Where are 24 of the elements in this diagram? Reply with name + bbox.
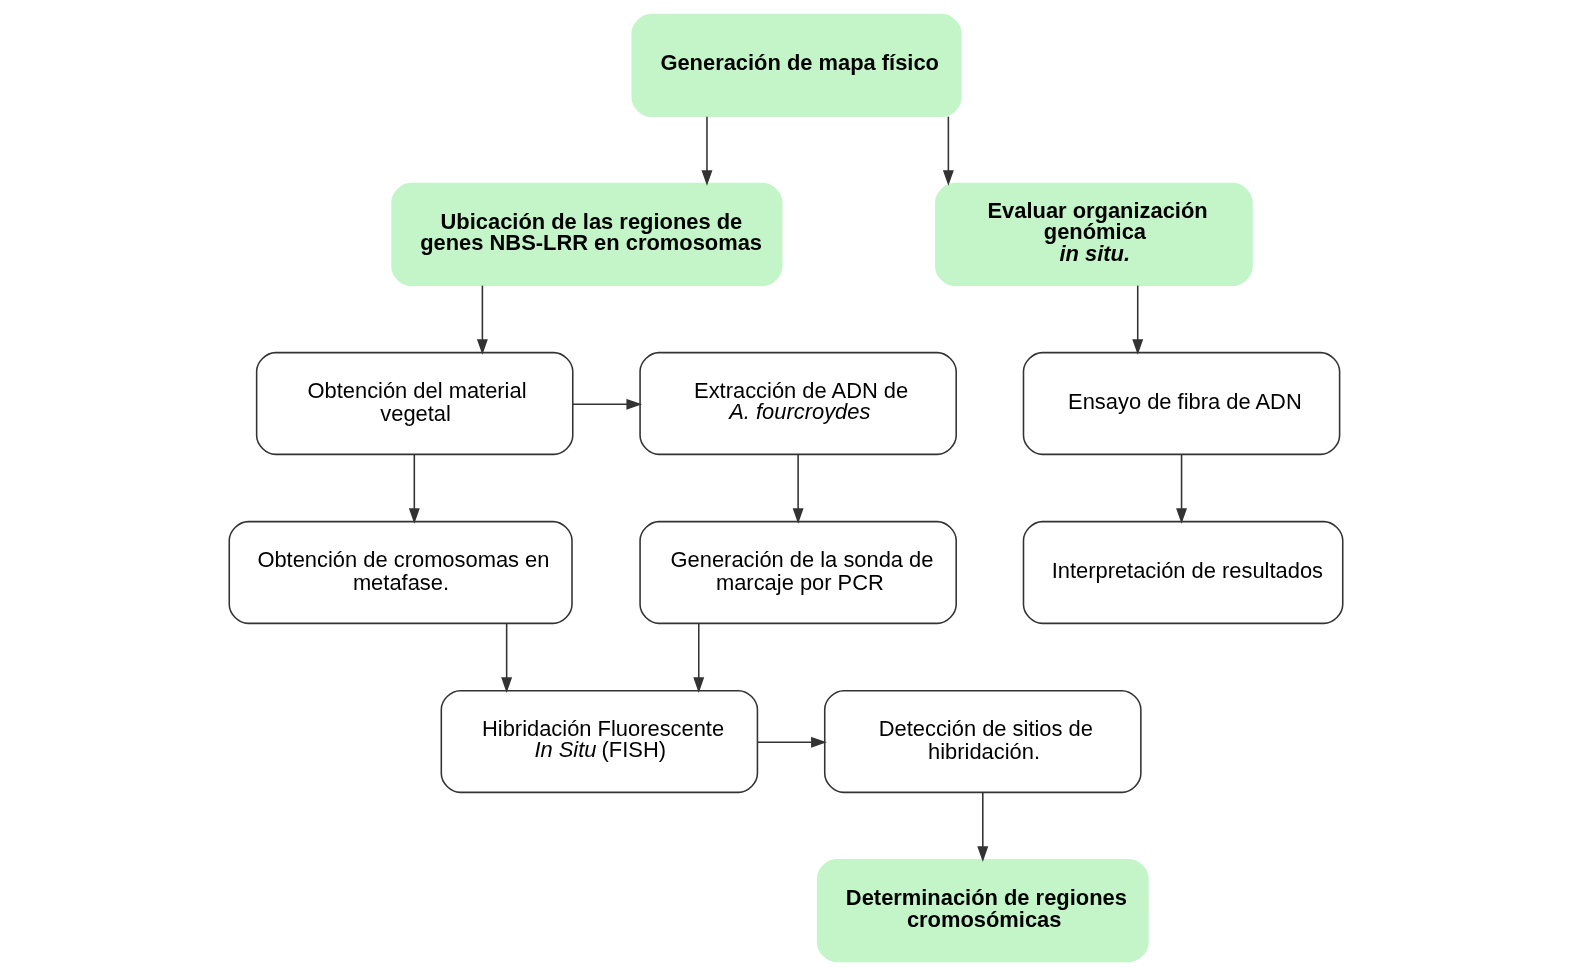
- node-box: Generación de mapa físico: [631, 13, 962, 118]
- node-box: Ensayo de fibra de ADN: [1022, 351, 1341, 456]
- arrow: [977, 791, 989, 862]
- node-box: Generación de la sonda de marcaje por PCR: [639, 520, 957, 625]
- arrow: [1132, 284, 1144, 355]
- arrow: [408, 453, 420, 524]
- node-box: Determinación de regiones cromosómicas: [816, 858, 1149, 963]
- node-box: Evaluar organización genómica in situ.: [935, 182, 1253, 287]
- arrow: [501, 622, 513, 693]
- arrow: [572, 398, 643, 410]
- arrow: [942, 115, 954, 186]
- arrow: [693, 622, 705, 693]
- arrow: [476, 284, 488, 355]
- node-box: Obtención del material vegetal: [255, 351, 574, 456]
- arrow: [756, 736, 827, 748]
- arrow: [1176, 453, 1188, 524]
- arrow: [792, 453, 804, 524]
- node-box: Extracción de ADN de A. fourcroydes: [639, 351, 957, 456]
- node-box: Ubicación de las regiones de genes NBS-LRR en cromosomas: [391, 182, 783, 287]
- node-box: Interpretación de resultados: [1022, 520, 1344, 625]
- node-box: Detección de sitios de hibridación.: [823, 689, 1142, 794]
- node-box: Obtención de cromosomas en metafase.: [228, 520, 573, 625]
- node-box: Hibridación Fluorescente In Situ (FISH): [440, 689, 759, 794]
- arrow: [701, 115, 713, 186]
